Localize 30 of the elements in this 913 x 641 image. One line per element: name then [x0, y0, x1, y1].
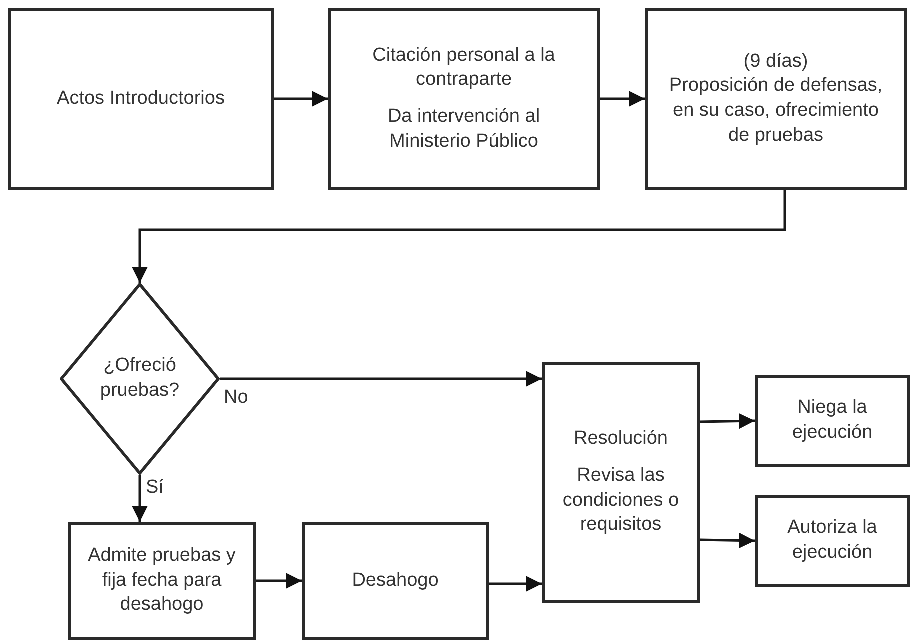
arrow	[274, 91, 328, 107]
arrow	[700, 532, 756, 549]
process-box	[645, 8, 907, 190]
node-text: Da intervención al Ministerio Público	[386, 105, 542, 154]
node-text: Actos Introductorios	[57, 86, 225, 111]
process-box	[8, 8, 274, 190]
decision-diamond	[60, 283, 220, 475]
arrow	[132, 190, 786, 283]
arrow	[132, 475, 148, 522]
arrow	[700, 413, 756, 430]
node-heading: Resolución	[574, 427, 668, 452]
arrow	[256, 573, 302, 589]
arrow	[600, 91, 645, 107]
node-text: Admite pruebas y fija fecha para desahogo	[87, 544, 237, 618]
process-box	[755, 495, 910, 587]
node-heading: Citación personal a la contraparte	[372, 44, 556, 92]
node-text: Revisa las condiciones o requisitos	[562, 464, 680, 538]
node-text: Desahogo	[352, 568, 439, 593]
process-box	[302, 522, 489, 640]
node-text: ¿Ofreció pruebas?	[99, 354, 181, 403]
arrow	[489, 576, 542, 592]
process-box	[755, 375, 910, 467]
process-box	[542, 362, 700, 603]
arrow	[220, 371, 542, 387]
process-box	[68, 522, 256, 640]
process-box	[328, 8, 600, 190]
node-text: Niega la ejecución	[791, 396, 874, 445]
node-heading: (9 días)	[744, 50, 808, 74]
node-text: Autoriza la ejecución	[786, 516, 878, 565]
node-text: Proposición de defensas, en su caso, ofrecimiento de pruebas	[668, 74, 884, 148]
